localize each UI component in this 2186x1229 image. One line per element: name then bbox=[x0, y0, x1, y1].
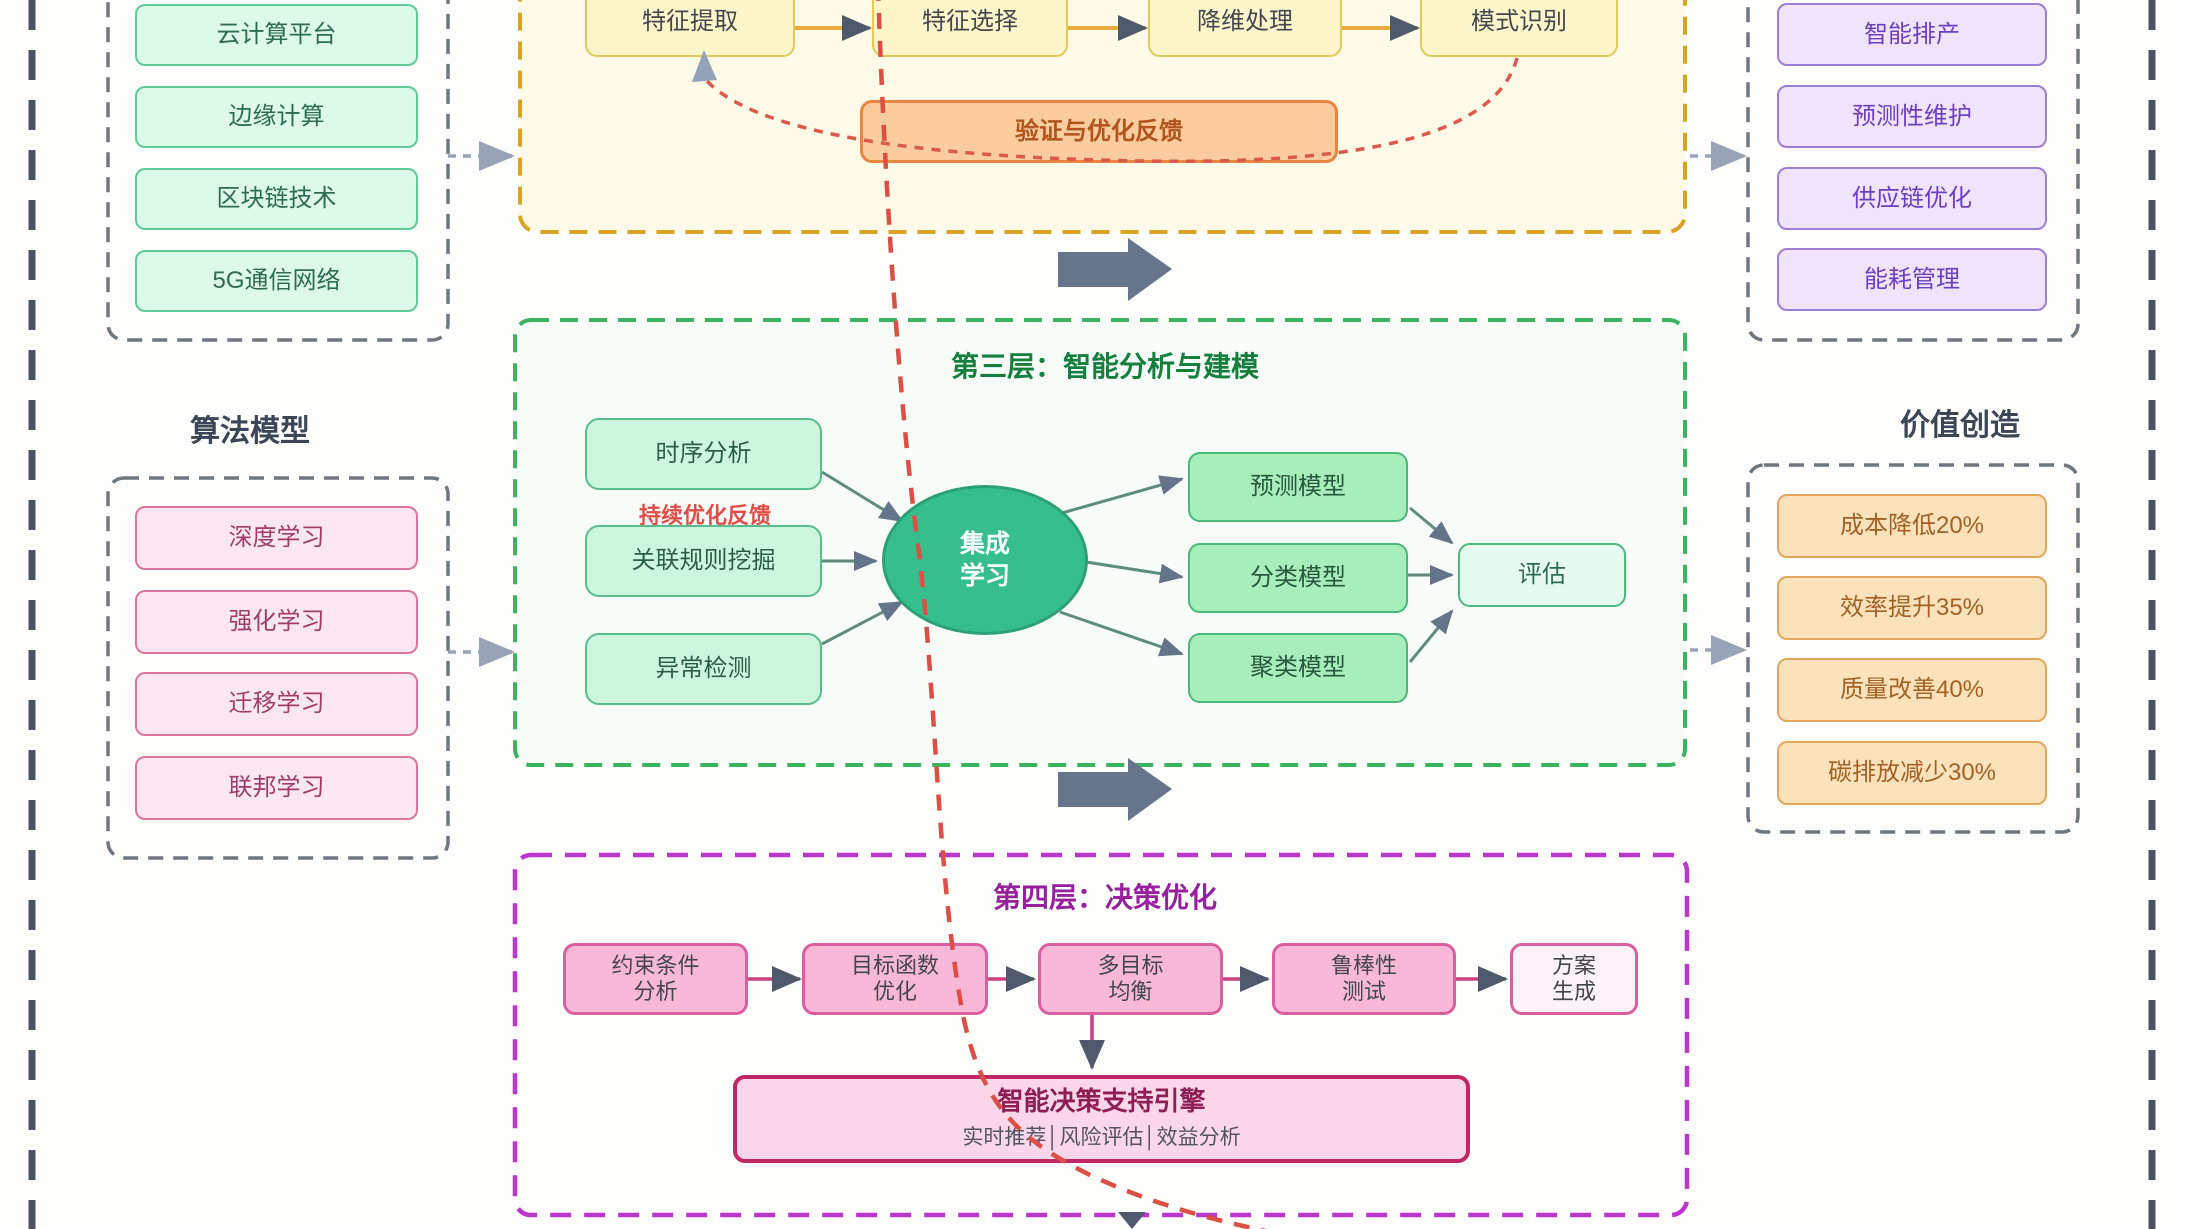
algo-item: 强化学习 bbox=[135, 590, 418, 654]
l2-node: 模式识别 bbox=[1420, 0, 1618, 57]
l4-step-line1: 目标函数 bbox=[850, 952, 939, 978]
l2-node: 特征选择 bbox=[872, 0, 1068, 57]
l3-hub-line2: 学习 bbox=[959, 562, 1010, 590]
layer3-to-layer4-block-arrow bbox=[1058, 758, 1172, 821]
l4-engine-subtitle: 实时推荐│风险评估│效益分析 bbox=[962, 1126, 1241, 1150]
l4-step: 鲁棒性 测试 bbox=[1272, 943, 1456, 1015]
l2-node: 特征提取 bbox=[585, 0, 795, 57]
l3-input: 异常检测 bbox=[585, 633, 822, 705]
layer2-to-layer3-block-arrow bbox=[1058, 238, 1172, 301]
l4-engine-title: 智能决策支持引擎 bbox=[997, 1086, 1206, 1117]
l4-step-output: 方案 生成 bbox=[1510, 943, 1638, 1015]
l3-out-1 bbox=[1061, 475, 1184, 515]
layer4-title: 第四层：决策优化 bbox=[992, 882, 1217, 913]
l3-out-3 bbox=[1059, 610, 1184, 657]
apps-item: 能耗管理 bbox=[1777, 248, 2047, 311]
l3-hub-line1: 集成 bbox=[959, 529, 1010, 558]
apps-item: 预测性维护 bbox=[1777, 85, 2047, 148]
algo-item: 联邦学习 bbox=[135, 756, 418, 820]
infra-item: 区块链技术 bbox=[135, 168, 418, 230]
l4-step: 约束条件 分析 bbox=[563, 943, 748, 1015]
l3-loop-label: 持续优化反馈 bbox=[638, 503, 771, 528]
value-panel-heading: 价值创造 bbox=[1900, 409, 2020, 442]
l2-node: 降维处理 bbox=[1148, 0, 1342, 57]
infra-item: 云计算平台 bbox=[135, 4, 418, 66]
l3-eval-3 bbox=[1408, 609, 1454, 663]
l4-engine-box: 智能决策支持引擎 实时推荐│风险评估│效益分析 bbox=[733, 1075, 1470, 1163]
l4-step-line1: 多目标 bbox=[1097, 952, 1164, 978]
apps-item: 供应链优化 bbox=[1777, 167, 2047, 230]
value-item: 质量改善40% bbox=[1777, 658, 2047, 722]
l4-step-line2: 均衡 bbox=[1108, 979, 1153, 1004]
infra-item: 边缘计算 bbox=[135, 86, 418, 148]
l3-in-1 bbox=[821, 470, 904, 523]
l3-model: 分类模型 bbox=[1188, 543, 1408, 613]
algo-item: 深度学习 bbox=[135, 506, 418, 570]
layer3-title: 第三层：智能分析与建模 bbox=[950, 351, 1259, 382]
algo-item: 迁移学习 bbox=[135, 672, 418, 736]
l3-hub-ellipse: 集成 学习 bbox=[882, 485, 1088, 635]
l4-step-line2: 分析 bbox=[633, 979, 678, 1004]
l4-step-line2: 优化 bbox=[872, 979, 917, 1004]
l4-step: 目标函数 优化 bbox=[802, 943, 988, 1015]
algo-panel-heading: 算法模型 bbox=[190, 415, 310, 448]
l2-feedback-box: 验证与优化反馈 bbox=[860, 100, 1338, 163]
l3-input: 关联规则挖掘 bbox=[585, 525, 822, 597]
l4-step-line1: 方案 bbox=[1551, 952, 1596, 978]
apps-item: 智能排产 bbox=[1777, 3, 2047, 66]
value-item: 成本降低20% bbox=[1777, 494, 2047, 558]
l4-step-line1: 约束条件 bbox=[611, 952, 700, 978]
l3-input: 时序分析 bbox=[585, 418, 822, 490]
l3-out-2 bbox=[1085, 560, 1184, 584]
l4-step: 多目标 均衡 bbox=[1038, 943, 1223, 1015]
l4-step-line2: 生成 bbox=[1551, 979, 1596, 1004]
infra-item: 5G通信网络 bbox=[135, 250, 418, 312]
l3-eval-1 bbox=[1409, 506, 1454, 545]
l3-evaluate-box: 评估 bbox=[1458, 543, 1626, 607]
value-item: 碳排放减少30% bbox=[1777, 741, 2047, 805]
l3-model: 预测模型 bbox=[1188, 452, 1408, 522]
l3-in-3 bbox=[821, 600, 904, 646]
l4-step-line2: 测试 bbox=[1341, 979, 1386, 1004]
value-item: 效率提升35% bbox=[1777, 576, 2047, 640]
bottom-cut-arrowhead bbox=[1118, 1212, 1146, 1229]
l3-model: 聚类模型 bbox=[1188, 633, 1408, 703]
l4-step-line1: 鲁棒性 bbox=[1330, 952, 1397, 978]
